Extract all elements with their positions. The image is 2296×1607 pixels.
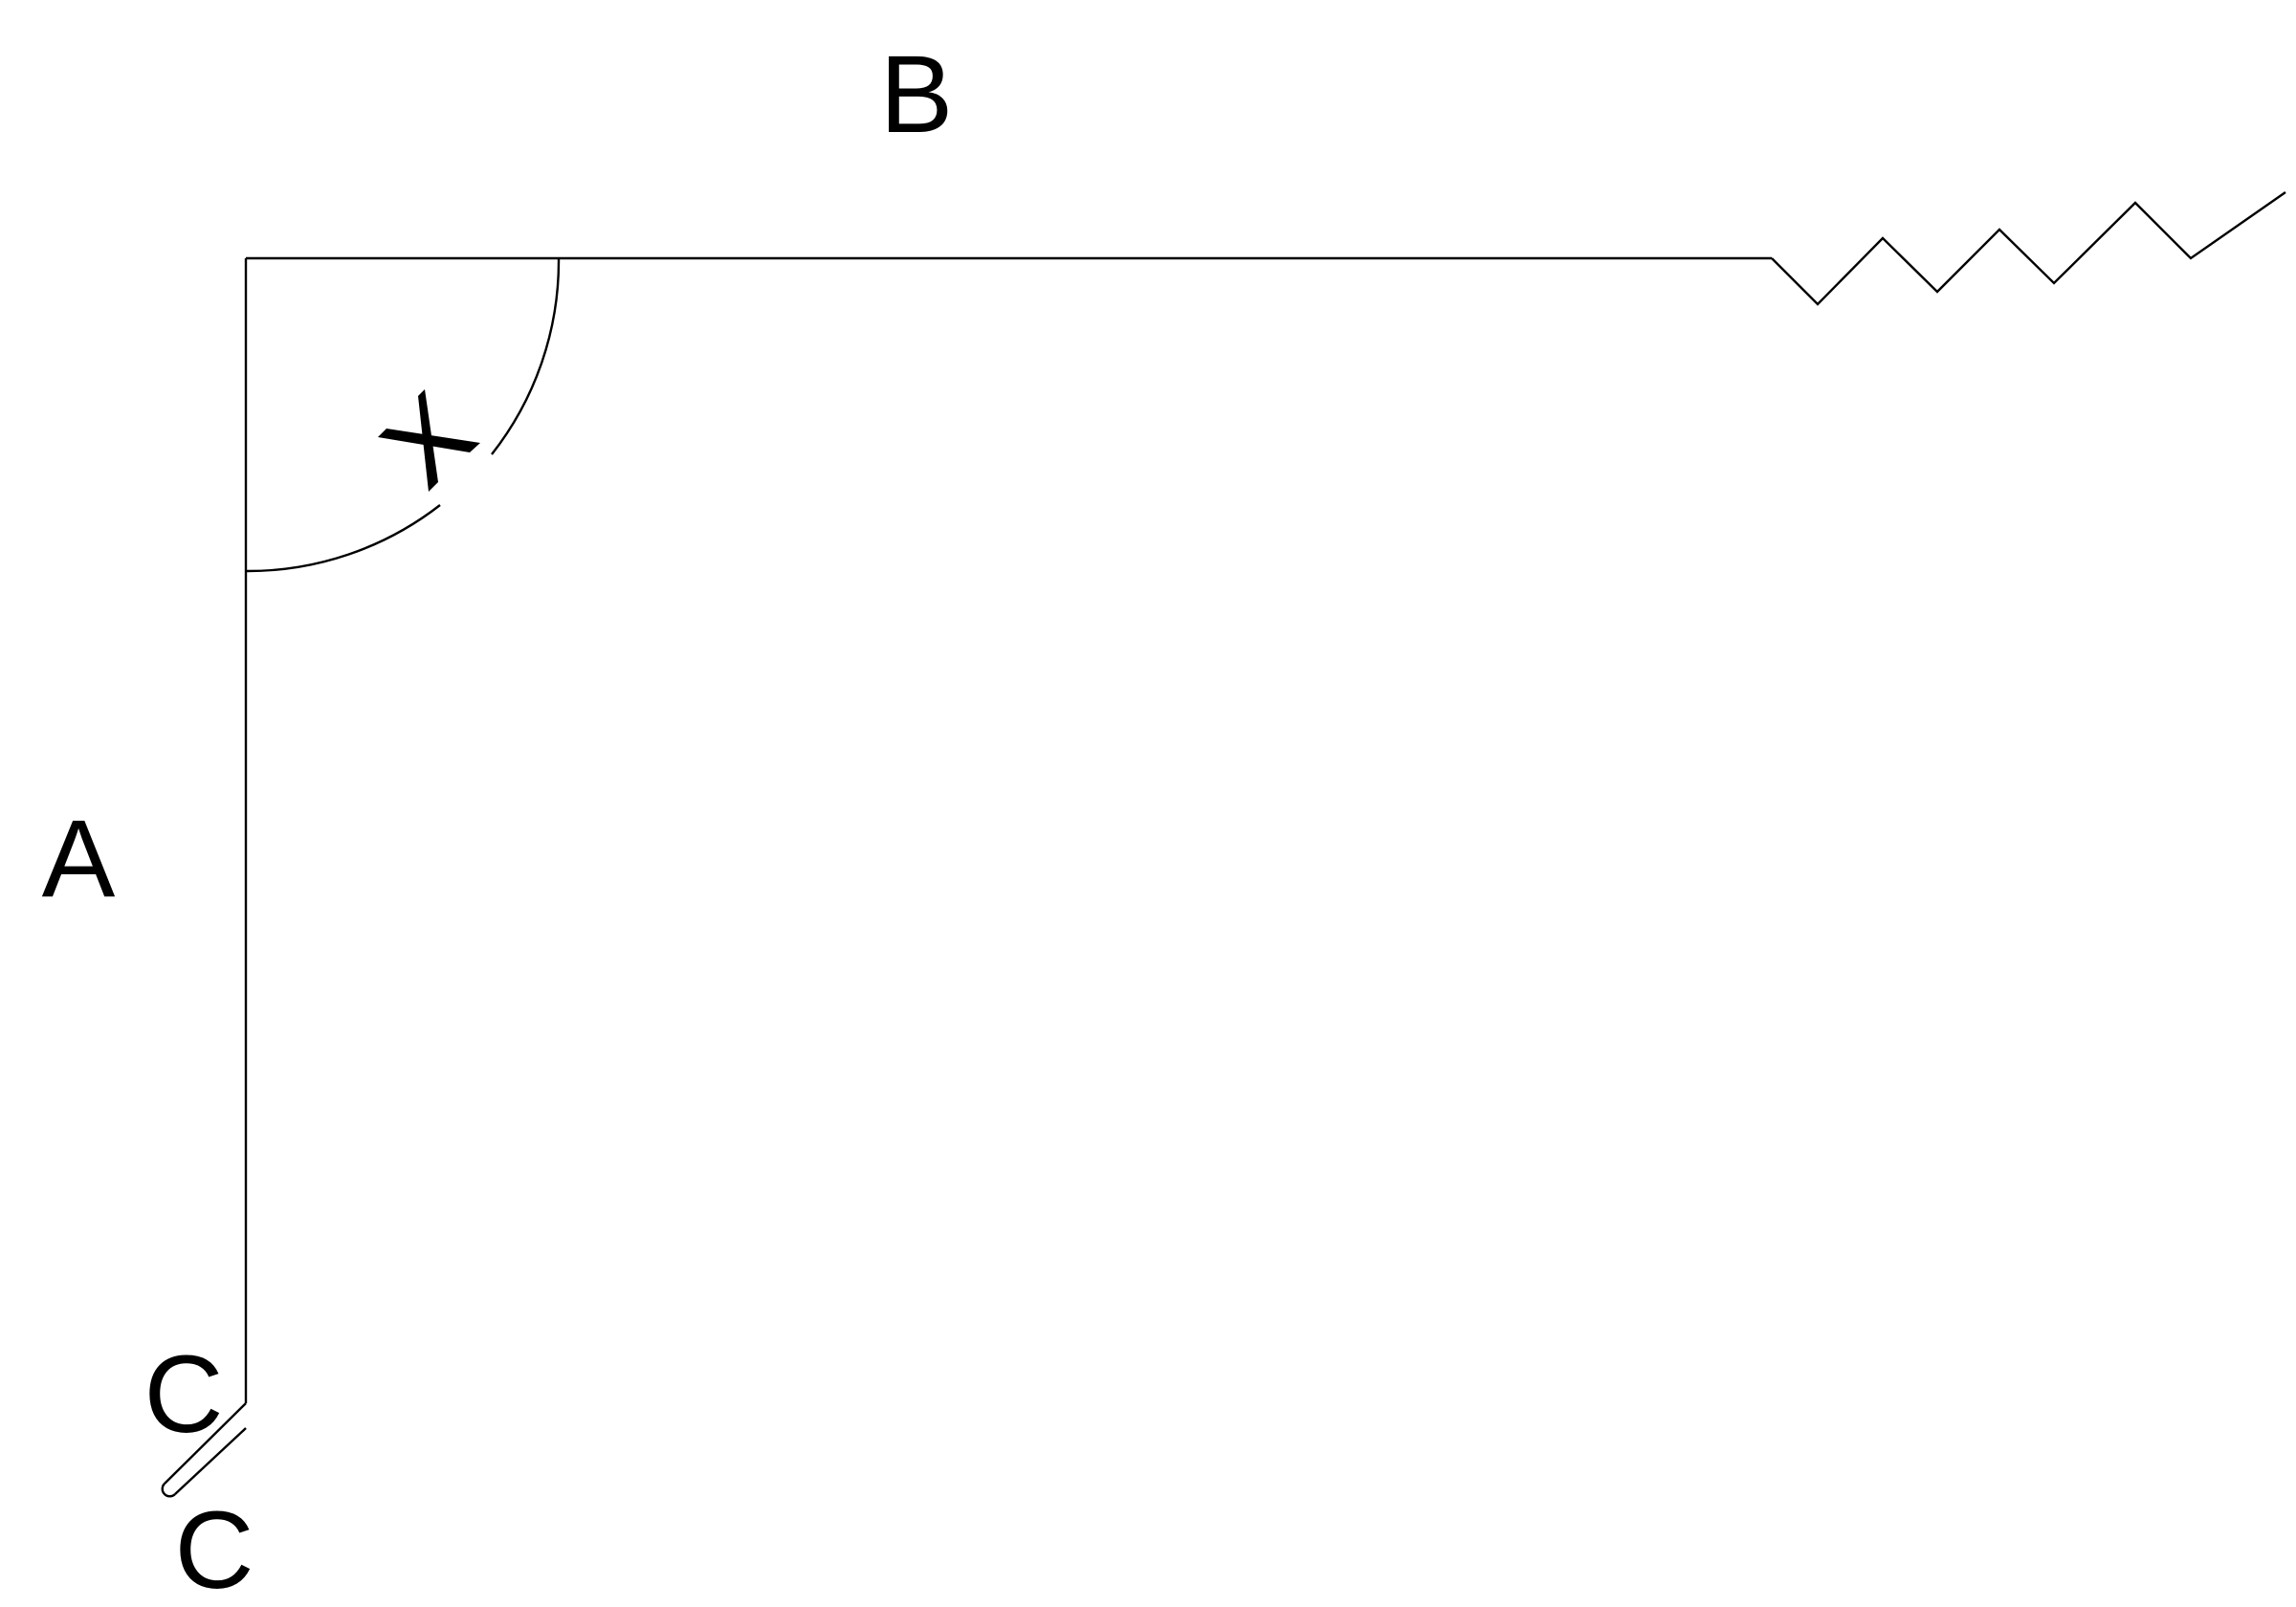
zigzag-break-icon	[1771, 191, 2286, 306]
label-c-lower: C	[174, 1489, 254, 1607]
label-c-upper: C	[144, 1333, 223, 1456]
angle-arc-upper	[491, 257, 561, 455]
flange-c	[161, 1402, 247, 1498]
cross-icon	[378, 389, 480, 492]
angle-arc-lower	[245, 504, 441, 573]
label-a: A	[42, 798, 116, 920]
label-b: B	[880, 33, 954, 156]
